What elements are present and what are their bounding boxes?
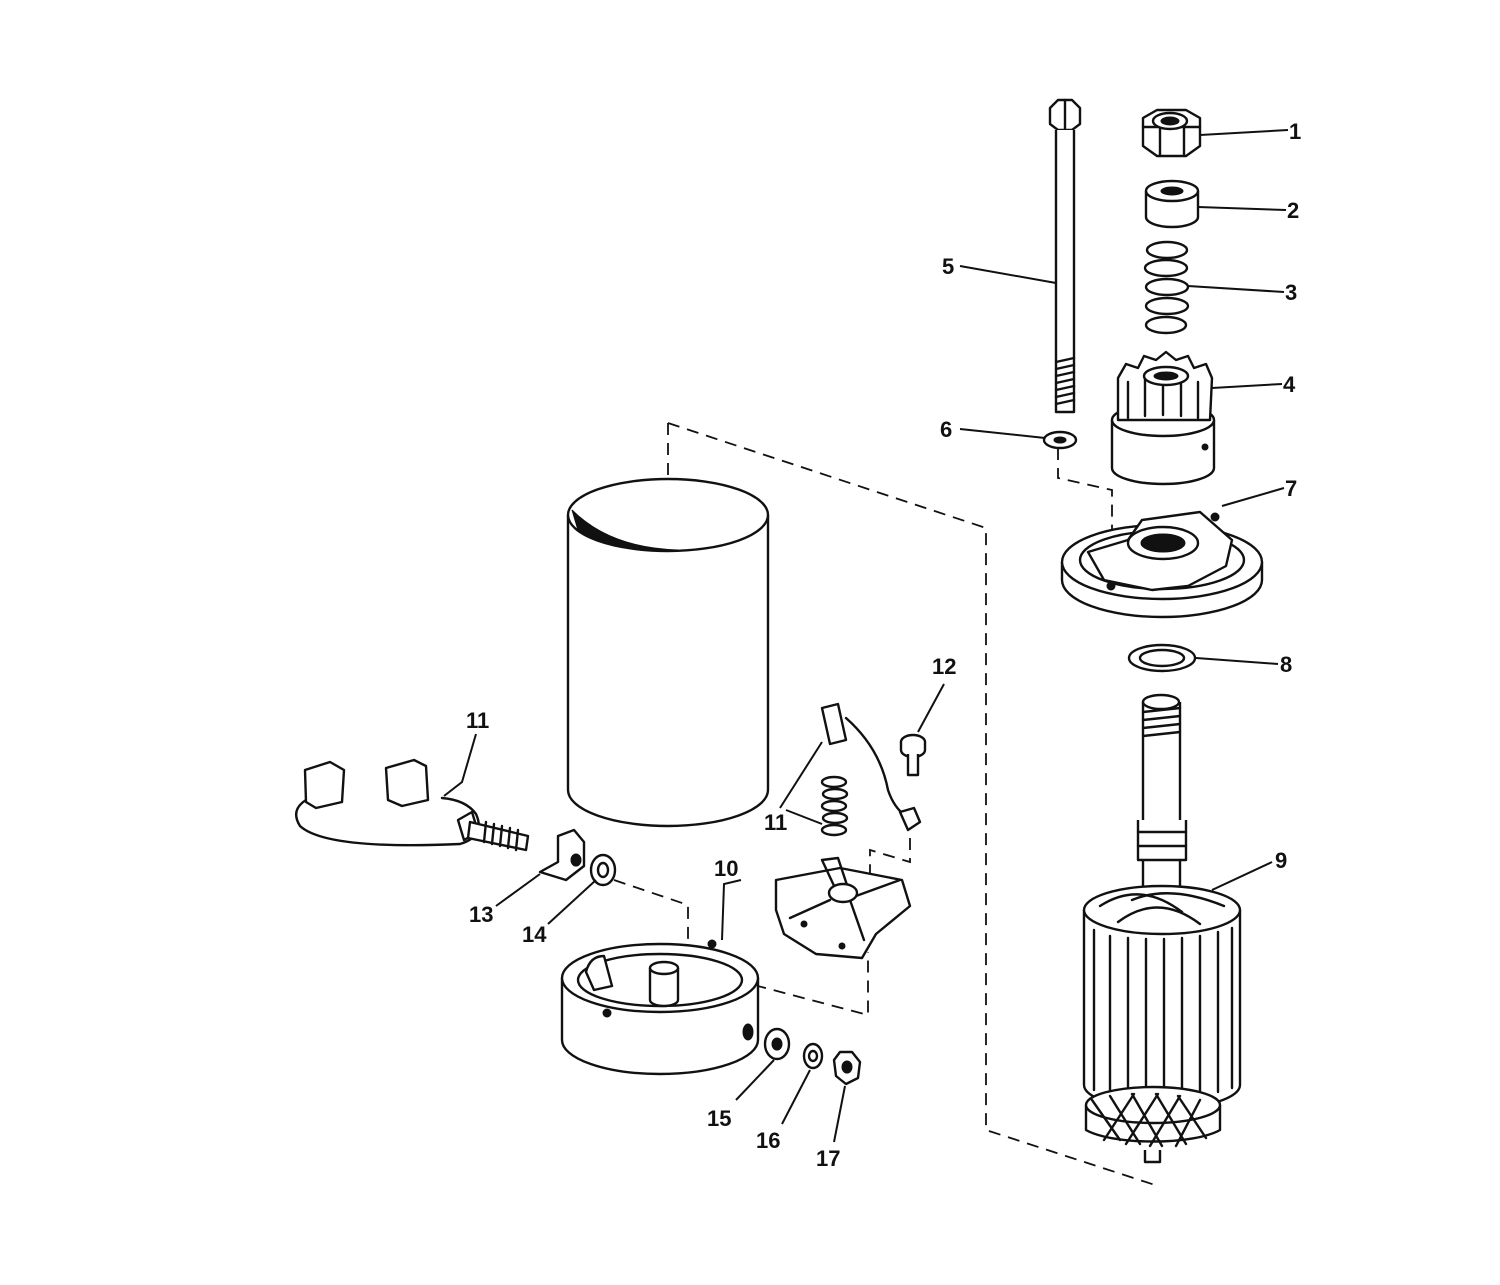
callout-labels: 1 2 3 4 5 6 7 8 9 10 11 11 12 13 14 15 1…	[466, 119, 1301, 1171]
part-spacer	[1144, 179, 1200, 229]
part-armature	[1082, 693, 1242, 1164]
part-lock-nut	[1141, 108, 1202, 158]
callout-13: 13	[469, 902, 493, 927]
part-through-bolt	[1048, 98, 1082, 414]
part-washer-14	[589, 853, 617, 887]
part-screw	[899, 733, 927, 777]
callout-1: 1	[1289, 119, 1301, 144]
callout-14: 14	[522, 922, 547, 947]
callout-17: 17	[816, 1146, 840, 1171]
part-brush-spring-right	[820, 702, 922, 837]
callout-4: 4	[1283, 372, 1296, 397]
part-insulator	[538, 828, 586, 882]
part-lock-washer	[1042, 430, 1078, 450]
armature-slots	[1092, 926, 1234, 1101]
part-washer-15	[763, 1027, 791, 1061]
part-end-cap	[1060, 510, 1264, 619]
part-brush-lead-left	[294, 758, 530, 852]
callout-16: 16	[756, 1128, 780, 1153]
callout-8: 8	[1280, 652, 1292, 677]
callout-9: 9	[1275, 848, 1287, 873]
part-drive-pinion	[1110, 350, 1216, 486]
callout-3: 3	[1285, 280, 1297, 305]
callout-15: 15	[707, 1106, 731, 1131]
callout-2: 2	[1287, 198, 1299, 223]
bolt-thread	[1054, 356, 1076, 406]
part-thrust-washer	[1127, 643, 1197, 673]
part-lock-washer-16	[802, 1042, 824, 1070]
part-nut-17	[832, 1050, 862, 1086]
part-frame-housing	[566, 477, 770, 828]
callout-7: 7	[1285, 476, 1297, 501]
callout-6: 6	[940, 417, 952, 442]
part-spring	[1143, 240, 1190, 335]
leader-lines	[443, 129, 1289, 1143]
callout-12: 12	[932, 654, 956, 679]
callout-5: 5	[942, 254, 954, 279]
callout-11-right: 11	[764, 810, 787, 835]
callout-11-left: 11	[466, 708, 489, 733]
callout-10: 10	[714, 856, 738, 881]
part-commutator-end-cap	[560, 939, 760, 1076]
shaft-thread	[1141, 706, 1182, 738]
part-brush-holder	[774, 856, 912, 960]
